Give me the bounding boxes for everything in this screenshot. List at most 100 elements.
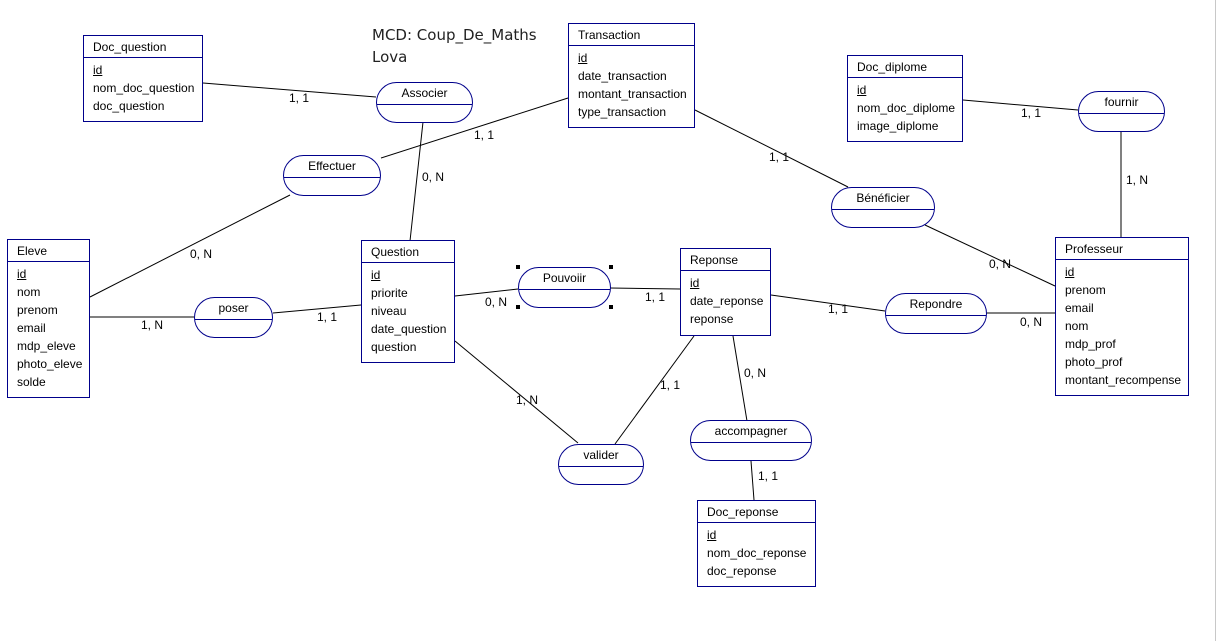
cardinality-label: 1, N [1126,173,1149,187]
association-pouvoir[interactable]: Pouvoiir [518,267,611,308]
attribute: photo_prof [1065,355,1123,369]
attribute: type_transaction [578,105,667,119]
entity-reponse[interactable]: Reponse id date_reponse reponse [680,248,771,336]
entity-doc-diplome[interactable]: Doc_diplome id nom_doc_diplome image_dip… [847,55,963,142]
attribute-primary-key: id [690,276,700,290]
attribute: photo_eleve [17,357,83,371]
attribute-primary-key: id [707,528,717,542]
cardinality-label: 1, 1 [758,469,779,483]
link-beneficier-professeur [924,224,1056,287]
link-accompagner-docreponse [750,460,755,501]
attribute: mdp_eleve [17,339,76,353]
association-repondre[interactable]: Repondre [885,293,987,334]
link-reponse-repondre [770,294,886,312]
entity-doc-question[interactable]: Doc_question id nom_doc_question doc_que… [83,35,203,122]
entity-question[interactable]: Question id priorite niveau date_questio… [361,240,455,363]
attribute: question [371,340,417,354]
attribute: niveau [371,304,407,318]
entity-name: Professeur [1056,238,1188,260]
association-beneficier[interactable]: Bénéficier [831,187,935,228]
attribute: nom_doc_reponse [707,546,807,560]
entity-name: Doc_diplome [848,56,962,78]
association-fournir[interactable]: fournir [1078,91,1165,132]
association-name: Effectuer [284,156,380,178]
entity-eleve[interactable]: Eleve id nom prenom email mdp_eleve phot… [7,239,90,398]
attribute: priorite [371,286,408,300]
attribute-primary-key: id [857,83,867,97]
cardinality-label: 1, 1 [474,128,495,142]
entity-name: Doc_question [84,36,202,58]
entity-name: Question [362,241,454,263]
entity-doc-reponse[interactable]: Doc_reponse id nom_doc_reponse doc_repon… [697,500,816,587]
link-docquestion-associer [202,82,377,98]
link-transaction-effectuer [380,97,569,159]
attribute-primary-key: id [578,51,588,65]
association-associer[interactable]: Associer [376,82,473,123]
entity-professeur[interactable]: Professeur id prenom email nom mdp_prof … [1055,237,1189,396]
link-docdiplome-fournir [962,99,1079,111]
association-name: Repondre [886,294,986,316]
attribute: nom_doc_question [93,81,195,95]
attribute-primary-key: id [93,63,103,77]
selection-handle[interactable] [516,305,520,309]
attribute: prenom [1065,283,1106,297]
link-reponse-valider [614,335,695,445]
title-line-1: MCD: Coup_De_Maths [372,26,537,44]
cardinality-label: 0, N [190,247,213,261]
entity-transaction[interactable]: Transaction id date_transaction montant_… [568,23,695,128]
attribute: date_reponse [690,294,764,308]
attribute: prenom [17,303,58,317]
association-valider[interactable]: valider [558,444,644,485]
cardinality-label: 0, N [485,295,508,309]
cardinality-label: 1, 1 [1021,106,1042,120]
attribute: solde [17,375,46,389]
selection-handle[interactable] [609,265,613,269]
entity-name: Doc_reponse [698,501,815,523]
attribute: nom_doc_diplome [857,101,956,115]
cardinality-label: 1, 1 [317,310,338,324]
link-question-valider [454,340,579,444]
diagram-title: MCD: Coup_De_Maths Lova [372,24,537,68]
attribute: reponse [690,312,734,326]
link-reponse-accompagner [732,335,748,422]
cardinality-label: 1, N [516,393,539,407]
association-poser[interactable]: poser [194,297,273,338]
entity-name: Eleve [8,240,89,262]
association-effectuer[interactable]: Effectuer [283,155,381,196]
link-pouvoir-reponse [609,287,681,290]
association-name: Associer [377,83,472,105]
attribute: email [17,321,46,335]
attribute-primary-key: id [371,268,381,282]
attribute: mdp_prof [1065,337,1116,351]
association-name: valider [559,445,643,467]
attribute-primary-key: id [17,267,27,281]
attribute: date_question [371,322,447,336]
attribute-primary-key: id [1065,265,1075,279]
cardinality-label: 0, N [989,257,1012,271]
selection-handle[interactable] [516,265,520,269]
cardinality-label: 0, N [744,366,767,380]
link-question-pouvoir [454,288,519,297]
cardinality-label: 0, N [422,170,445,184]
attribute: email [1065,301,1094,315]
attribute: date_transaction [578,69,667,83]
cardinality-label: 0, N [1020,315,1043,329]
cardinality-label: 1, 1 [289,91,310,105]
cardinality-label: 1, 1 [828,302,849,316]
selection-handle[interactable] [609,305,613,309]
window-edge [1215,0,1216,641]
entity-name: Reponse [681,249,770,271]
cardinality-label: 1, 1 [645,290,666,304]
cardinality-label: 1, 1 [660,378,681,392]
cardinality-label: 1, N [141,318,164,332]
entity-name: Transaction [569,24,694,46]
attribute: image_diplome [857,119,939,133]
association-name: Pouvoiir [519,268,610,290]
cardinality-label: 1, 1 [769,150,790,164]
attribute: doc_question [93,99,165,113]
association-accompagner[interactable]: accompagner [690,420,812,461]
title-line-2: Lova [372,48,408,66]
attribute: montant_transaction [578,87,687,101]
association-name: accompagner [691,421,811,443]
